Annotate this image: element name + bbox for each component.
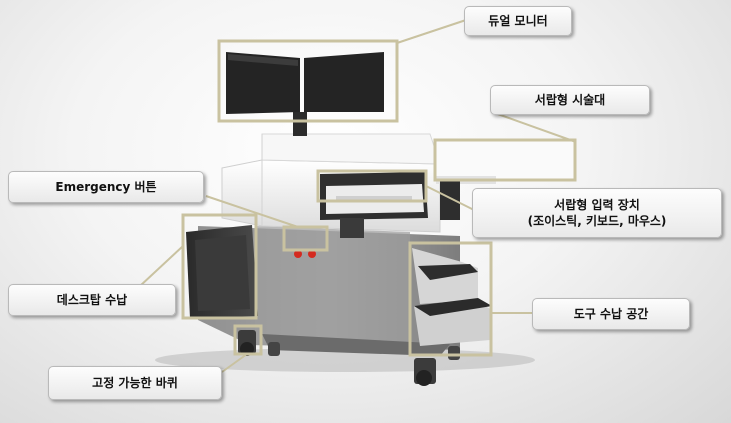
callout-locking-wheel-label: 고정 가능한 바퀴: [92, 376, 178, 390]
callout-drawer-table-label: 서랍형 시술대: [534, 93, 606, 107]
callout-tool-storage: 도구 수납 공간: [532, 298, 690, 330]
callout-drawer-table: 서랍형 시술대: [490, 85, 650, 115]
callout-tool-storage-label: 도구 수납 공간: [573, 307, 649, 321]
locking-wheel: [238, 330, 256, 356]
cabinet-panel: [255, 226, 410, 346]
wheel-rear-right: [448, 346, 460, 360]
monitor-left: [226, 52, 300, 114]
support-pillar: [340, 218, 364, 238]
keyboard: [336, 196, 412, 202]
highlight-boxes: [181, 39, 577, 357]
side-handle: [440, 180, 460, 220]
callout-drawer-input: 서랍형 입력 장치 (조이스틱, 키보드, 마우스): [472, 188, 722, 238]
drawer-table-tray: [433, 139, 577, 181]
highlight-wheel: [233, 324, 263, 356]
emergency-button-left: [294, 250, 302, 258]
highlight-emergency: [282, 225, 329, 252]
callout-desktop-storage: 데스크탑 수납: [8, 284, 176, 316]
desktop-storage-front: [195, 235, 250, 311]
wheel-front-mid: [268, 342, 280, 356]
monitor-right: [304, 52, 384, 112]
highlight-desktop-storage: [181, 213, 258, 320]
wheel-front-right: [414, 358, 436, 386]
highlight-drawer-table: [433, 138, 577, 182]
highlight-dual-monitor: [217, 39, 399, 123]
tool-drawer-lower-top: [414, 298, 492, 316]
callout-drawer-input-line2: (조이스틱, 키보드, 마우스): [527, 214, 667, 228]
emergency-button-right: [308, 250, 316, 258]
cabinet-skirt: [262, 334, 450, 356]
leader-lines: [139, 19, 577, 373]
tool-drawer-upper-top: [418, 264, 478, 280]
callout-dual-monitor: 듀얼 모니터: [464, 6, 572, 36]
callout-locking-wheel: 고정 가능한 바퀴: [48, 366, 222, 400]
callout-emergency-button-label: Emergency 버튼: [55, 180, 157, 194]
callout-dual-monitor-label: 듀얼 모니터: [488, 14, 548, 28]
highlight-tool-storage: [408, 241, 493, 357]
top-surface: [261, 133, 441, 165]
callout-desktop-storage-label: 데스크탑 수납: [56, 293, 128, 307]
callout-drawer-input-line1: 서랍형 입력 장치: [554, 198, 640, 212]
callout-emergency-button: Emergency 버튼: [8, 171, 204, 203]
monitor-post: [293, 112, 307, 136]
